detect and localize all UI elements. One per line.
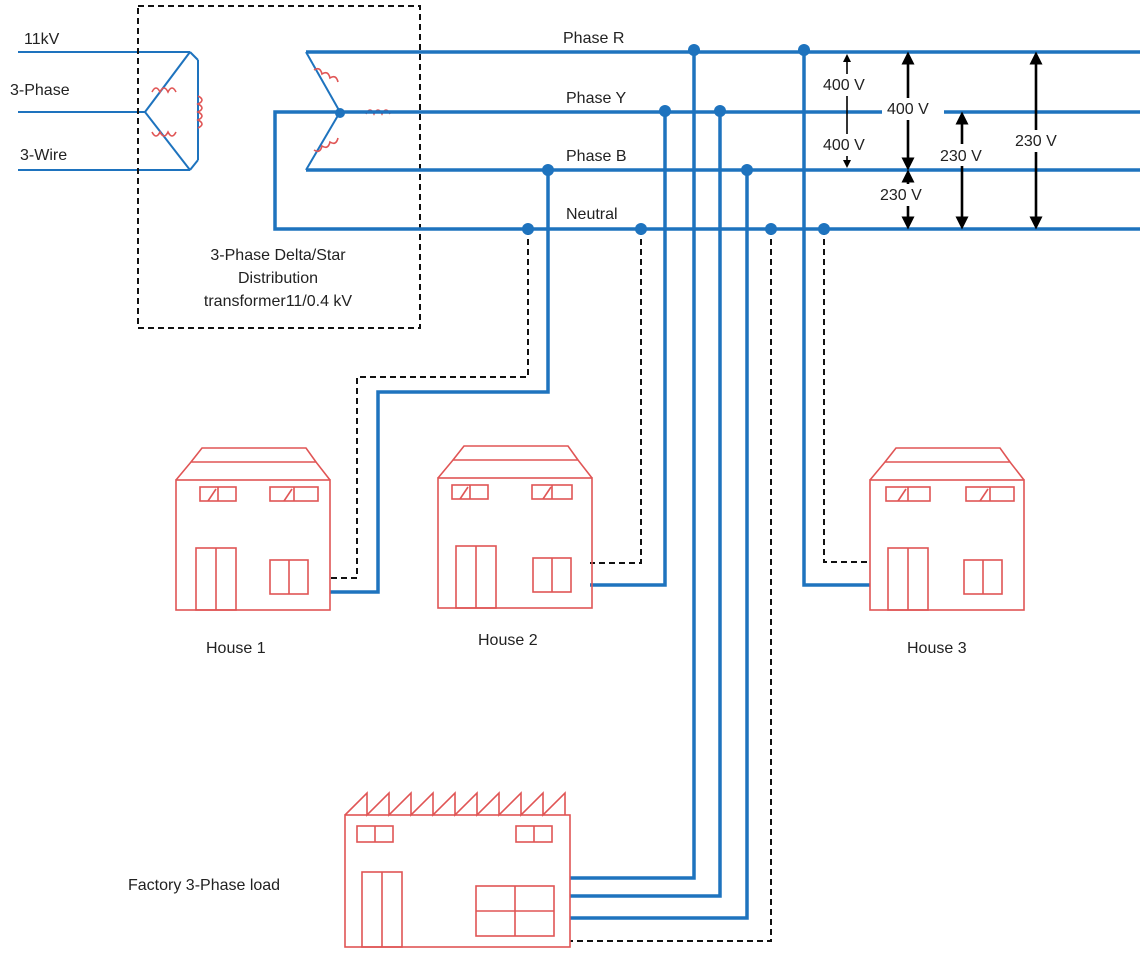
transformer-box xyxy=(137,5,421,329)
voltage-yn-label: 230 V xyxy=(940,148,982,165)
house1-label: House 1 xyxy=(206,640,266,657)
voltage-rn-label: 230 V xyxy=(1015,133,1057,150)
hv-supply-lines xyxy=(18,51,190,171)
phase-y-label: Phase Y xyxy=(566,90,627,107)
factory-building xyxy=(344,791,571,948)
voltage-rb-label: 400 V xyxy=(887,101,929,118)
supply-phase-label: 3-Phase xyxy=(10,82,70,99)
house3-service xyxy=(802,52,870,587)
transformer-title: 3-Phase Delta/Star xyxy=(210,247,346,264)
transformer-rating: transformer11/0.4 kV xyxy=(204,293,353,310)
voltage-arrows xyxy=(843,51,1043,230)
house3-label: House 3 xyxy=(907,640,967,657)
factory-label: Factory 3-Phase load xyxy=(128,877,280,894)
phase-r-label: Phase R xyxy=(563,30,624,47)
house2-service xyxy=(590,112,667,587)
neutral-label: Neutral xyxy=(566,206,618,223)
supply-voltage-label: 11kV xyxy=(24,31,60,48)
transformer-subtitle: Distribution xyxy=(238,270,318,287)
house1-service xyxy=(330,170,550,594)
voltage-bn-label: 230 V xyxy=(880,187,922,204)
house1-building xyxy=(175,447,331,611)
lv-buses xyxy=(273,50,1140,231)
supply-wire-label: 3-Wire xyxy=(20,147,67,164)
voltage-yb-label: 400 V xyxy=(823,137,865,154)
neutral-bus xyxy=(273,110,1140,231)
house3-building xyxy=(869,447,1025,611)
factory-service xyxy=(570,52,772,942)
delta-primary-winding-icon xyxy=(144,51,203,171)
voltage-ry-label: 400 V xyxy=(823,77,865,94)
house2-building xyxy=(437,445,593,609)
junction-dots xyxy=(522,44,830,235)
phase-b-label: Phase B xyxy=(566,148,626,165)
house2-label: House 2 xyxy=(478,632,538,649)
